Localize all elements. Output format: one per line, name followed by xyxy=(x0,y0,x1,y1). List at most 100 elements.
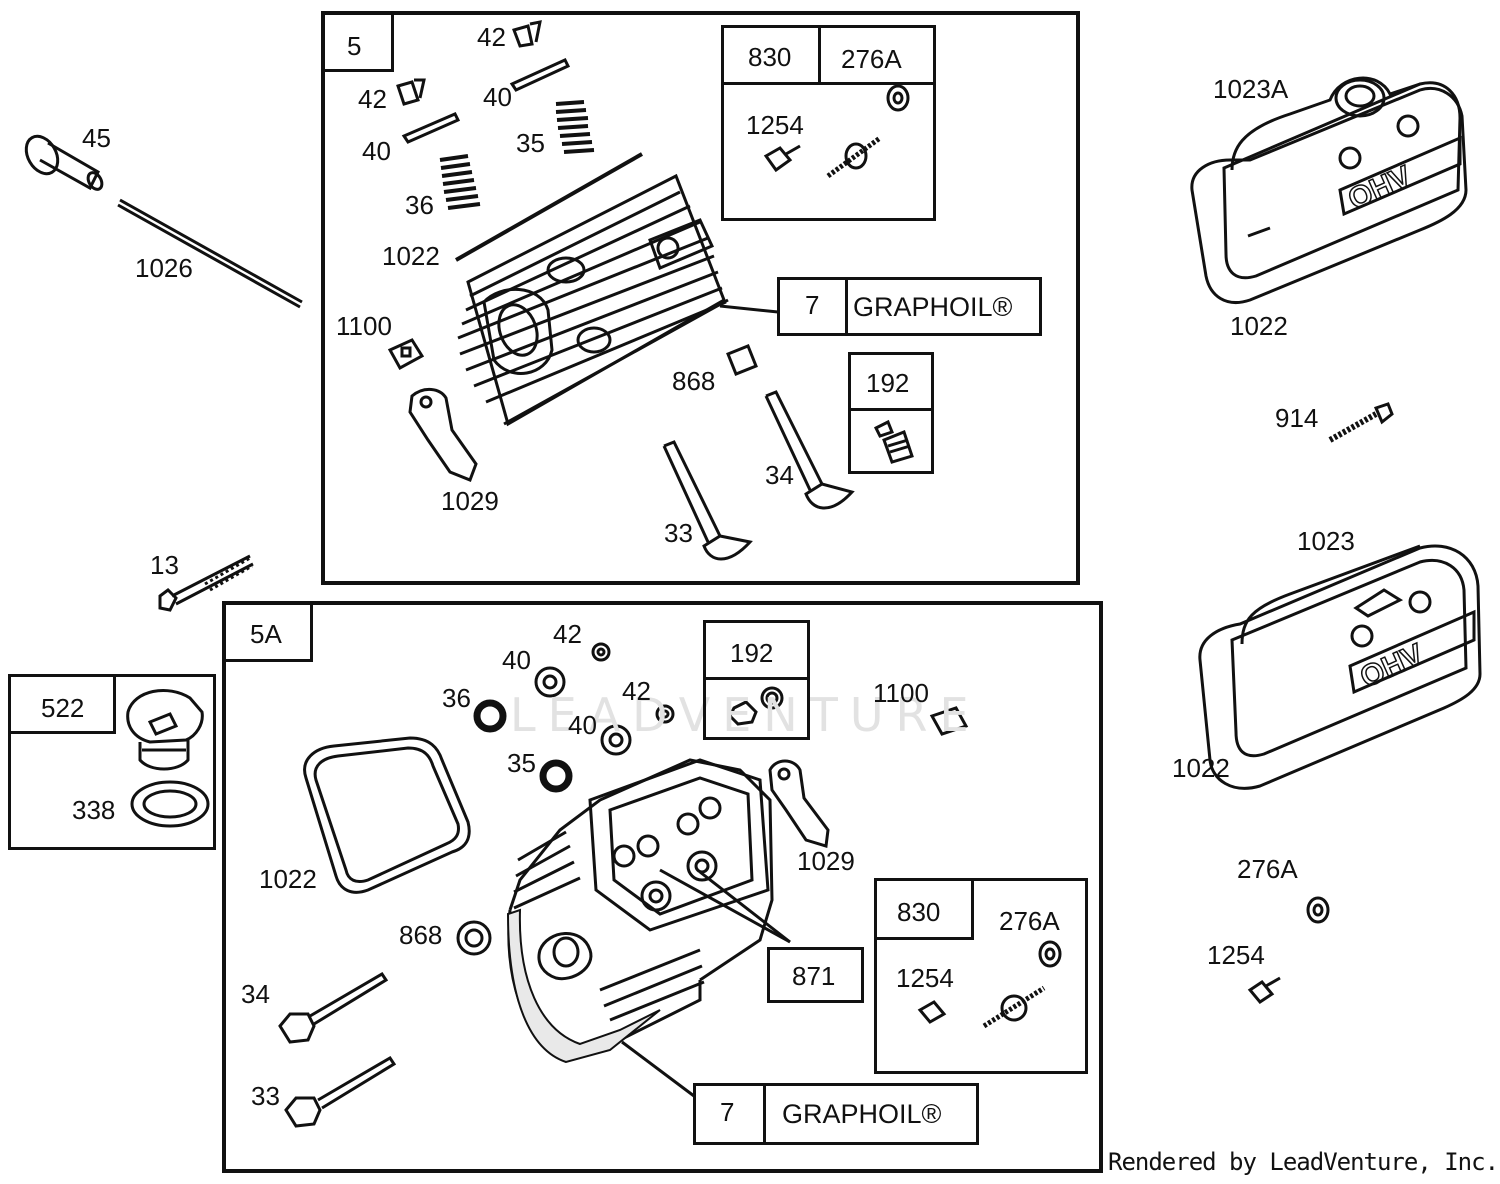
bottom-part-33-label: 33 xyxy=(251,1081,280,1111)
valve-springs-top-drawing xyxy=(439,100,595,210)
bottom-part-40b-label: 40 xyxy=(568,710,597,740)
breather-valve-bottom-drawing xyxy=(929,706,969,736)
part-914-label: 914 xyxy=(1275,403,1319,433)
part-276a-right-label: 276A xyxy=(1237,854,1298,884)
graphoil-bottom-label: GRAPHOIL® xyxy=(782,1099,942,1129)
graphoil-top-label: GRAPHOIL® xyxy=(853,292,1013,322)
top-part-40a-label: 40 xyxy=(483,82,512,112)
bottom-part-1254-label: 1254 xyxy=(896,963,954,993)
exhaust-valve-bottom-drawing xyxy=(284,1055,397,1128)
breather-valve-top-drawing xyxy=(387,338,425,371)
part-1026-label: 1026 xyxy=(135,253,193,283)
kit-7-top-divider xyxy=(845,277,848,336)
top-part-34-label: 34 xyxy=(765,460,794,490)
valve-springs-bottom-drawing xyxy=(473,699,573,793)
top-part-33-label: 33 xyxy=(664,518,693,548)
bottom-part-1029-label: 1029 xyxy=(797,846,855,876)
kit-871-label: 871 xyxy=(792,961,836,991)
valve-keepers-top-drawing xyxy=(396,20,542,106)
top-part-1029-label: 1029 xyxy=(441,486,499,516)
kit-192-bottom-label: 192 xyxy=(730,638,774,668)
kit-5a-frame xyxy=(222,601,1103,1173)
valve-keepers-bottom-drawing xyxy=(591,642,675,724)
top-part-868-label: 868 xyxy=(672,366,716,396)
head-gasket-bottom-drawing xyxy=(506,908,661,1064)
spring-retainers-top-drawing xyxy=(401,58,571,144)
cylinder-head-top-drawing xyxy=(457,173,779,427)
kit-192-bottom-frame xyxy=(703,620,810,740)
kit-7-bottom-divider xyxy=(763,1083,766,1145)
spring-retainers-bottom-drawing xyxy=(534,666,632,756)
pushrod-1026-drawing xyxy=(117,198,303,309)
kit-5-label: 5 xyxy=(347,31,362,61)
bottom-part-1100-label: 1100 xyxy=(873,678,929,708)
kit-830-top-tag: 830 xyxy=(721,25,821,85)
bottom-part-868-label: 868 xyxy=(399,920,443,950)
kit-830-bottom-frame xyxy=(874,878,1088,1074)
part-13-label: 13 xyxy=(150,550,179,580)
top-part-35-label: 35 xyxy=(516,128,545,158)
exhaust-valve-top-drawing xyxy=(662,440,753,561)
part-1254-right-label: 1254 xyxy=(1207,940,1265,970)
valve-seal-top-drawing xyxy=(726,344,758,376)
kit-7-bottom-label: 7 xyxy=(720,1097,735,1127)
valve-seal-bottom-drawing xyxy=(456,920,492,956)
bolt-13-drawing xyxy=(158,554,254,612)
watermark: LEADVENTURE xyxy=(510,688,981,742)
kit-5-tag: 5 xyxy=(322,12,394,72)
oil-seal-drawing xyxy=(130,780,210,828)
kit-522-label: 522 xyxy=(41,693,85,723)
part-1023a-label: 1023A xyxy=(1213,74,1289,104)
kit-830-bottom-tag: 830 xyxy=(874,878,974,940)
part-1022-right-bottom-label: 1022 xyxy=(1172,753,1230,783)
bottom-part-35-label: 35 xyxy=(507,748,536,778)
intake-valve-top-drawing xyxy=(764,390,855,510)
kit-830-top-label: 830 xyxy=(748,42,792,72)
kit-7-bottom-frame xyxy=(693,1083,979,1145)
kit-830-bottom-parts-drawing xyxy=(917,940,1062,1029)
kit-830-top-parts-drawing xyxy=(763,84,910,179)
bottom-part-34-label: 34 xyxy=(241,979,270,1009)
part-45-label: 45 xyxy=(82,123,111,153)
kit-5a-label: 5A xyxy=(250,619,282,649)
bottom-part-42b-label: 42 xyxy=(622,676,651,706)
oil-fill-cap-drawing xyxy=(126,689,204,771)
kit-192-top-parts-drawing xyxy=(873,419,914,464)
bottom-part-36-label: 36 xyxy=(442,683,471,713)
intake-valve-bottom-drawing xyxy=(278,971,389,1044)
head-gasket-line-top-drawing xyxy=(455,152,643,262)
part-338-label: 338 xyxy=(72,795,116,825)
washer-276a-right-drawing xyxy=(1306,896,1330,924)
kit-871-frame xyxy=(767,947,864,1003)
top-part-42a-label: 42 xyxy=(477,22,506,52)
kit-192-bottom-parts-drawing xyxy=(728,686,784,726)
bottom-part-40a-label: 40 xyxy=(502,645,531,675)
top-part-40b-label: 40 xyxy=(362,136,391,166)
bolt-914-drawing xyxy=(1328,402,1394,443)
rocker-gasket-bottom-drawing xyxy=(303,736,471,894)
bottom-part-42a-label: 42 xyxy=(553,619,582,649)
kit-192-top-frame xyxy=(848,352,934,474)
top-part-1254-label: 1254 xyxy=(746,110,804,140)
render-credit: Rendered by LeadVenture, Inc. xyxy=(1108,1148,1499,1176)
kit-7-top-label: 7 xyxy=(805,290,820,320)
part-1023-label: 1023 xyxy=(1297,526,1355,556)
kit-7-top-frame xyxy=(777,277,1042,336)
kit-830-top-frame xyxy=(721,25,936,221)
kit-5a-tag: 5A xyxy=(223,602,313,662)
kit-5-frame xyxy=(321,11,1080,585)
valve-cover-1023-drawing: OHV xyxy=(1198,544,1482,790)
bottom-part-276a-label: 276A xyxy=(999,906,1060,936)
part-1022-right-top-label: 1022 xyxy=(1230,311,1288,341)
kit-192-bottom-divider xyxy=(703,677,810,680)
kit-192-top-divider xyxy=(848,408,934,411)
kit-522-tag: 522 xyxy=(8,674,116,734)
top-part-276a-label: 276A xyxy=(841,44,902,74)
screw-1254-right-drawing xyxy=(1247,976,1281,1004)
rocker-arm-bottom-drawing xyxy=(768,759,830,848)
bottom-part-1022-label: 1022 xyxy=(259,864,317,894)
top-part-36-label: 36 xyxy=(405,190,434,220)
rocker-arm-top-drawing xyxy=(408,388,478,482)
kit-192-top-label: 192 xyxy=(866,368,910,398)
